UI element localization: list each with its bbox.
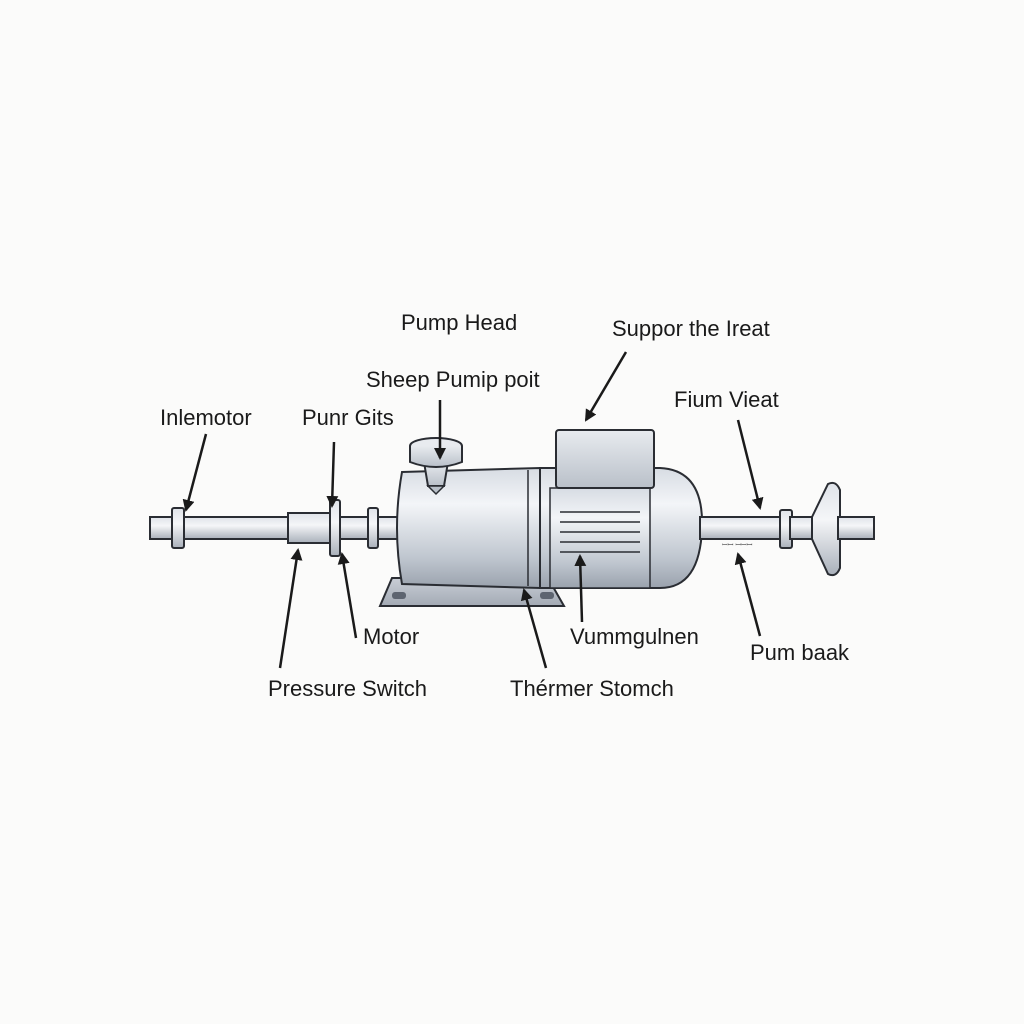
- arrow-inlemotor: [182, 433, 208, 512]
- label-pump-head: Pump Head: [401, 310, 518, 335]
- arrow-thermer-stomch: [520, 588, 548, 669]
- label-sheep-pumip-poit: Sheep Pumip poit: [366, 367, 540, 392]
- arrow-terminal-box: [584, 351, 628, 422]
- label-punr-gits: Punr Gits: [302, 405, 394, 430]
- label-pressure-switch: Pressure Switch: [268, 676, 427, 701]
- arrow-fium-vieat: [736, 419, 764, 510]
- arrow-pum-baak: [734, 552, 762, 637]
- inlet-shaft: [149, 499, 401, 557]
- label-fium-vieat: Fium Vieat: [674, 387, 779, 412]
- pump-body: [396, 466, 541, 590]
- label-pum-baak: Pum baak: [750, 640, 850, 665]
- leader-arrows: [182, 351, 764, 669]
- label-inlemotor: Inlemotor: [160, 405, 252, 430]
- label-thermer-stomch: Thérmer Stomch: [510, 676, 674, 701]
- tiny-shaft-text: ꟷꟷ ꟷꟷꟷ: [722, 542, 753, 549]
- label-suppor-the-ireat: Suppor the Ireat: [612, 316, 770, 341]
- cooling-fins: [560, 511, 640, 553]
- arrow-vummgulnen: [574, 554, 587, 623]
- terminal-box: [555, 429, 655, 489]
- outlet-shaft: [699, 481, 875, 577]
- arrow-punr-gits: [326, 441, 339, 508]
- label-motor: Motor: [363, 624, 420, 649]
- arrow-motor: [337, 552, 358, 639]
- label-vummgulnen: Vummgulnen: [570, 624, 699, 649]
- arrow-pressure-switch: [278, 548, 303, 669]
